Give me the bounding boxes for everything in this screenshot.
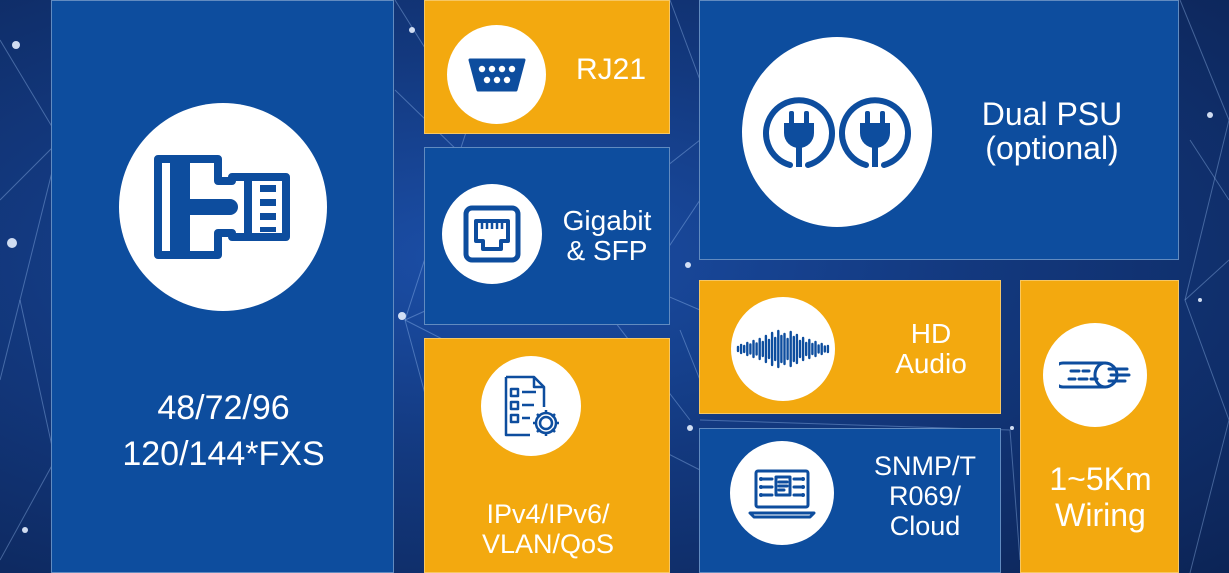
serial-port-icon (468, 58, 525, 91)
audio-icon-circle (731, 297, 835, 401)
ethernet-connector-icon (154, 155, 290, 259)
gigabit-label-line2: & SFP (566, 235, 648, 266)
gigabit-label: Gigabit & SFP (549, 206, 665, 266)
ipv-label-line1: IPv4/IPv6/ (486, 499, 610, 529)
audio-tile: HD Audio (699, 280, 1001, 414)
audio-label-line2: Audio (895, 348, 967, 379)
document-settings-icon (504, 375, 559, 437)
sound-wave-icon (736, 329, 830, 369)
ipv-icon-circle (481, 356, 581, 456)
snmp-icon-circle (730, 441, 834, 545)
cable-icon (1059, 361, 1131, 389)
snmp-label-line2: R069/ (888, 481, 962, 511)
rj21-label: RJ21 (575, 53, 647, 86)
fxs-tile: 48/72/96 120/144*FXS (51, 0, 394, 573)
power-plug-icon (763, 97, 911, 168)
fxs-label-line1: 48/72/96 (157, 389, 290, 427)
fxs-label-line2: 120/144*FXS (122, 435, 325, 473)
wiring-label-line1: 1~5Km (1049, 461, 1152, 497)
fxs-label: 48/72/96 120/144*FXS (52, 385, 395, 477)
wiring-label-line2: Wiring (1055, 497, 1146, 533)
ethernet-port-icon (463, 205, 521, 263)
laptop-network-icon (748, 469, 816, 519)
snmp-label: SNMP/T R069/ Cloud (850, 451, 1000, 541)
rj21-tile: RJ21 (424, 0, 670, 134)
audio-label-line1: HD (910, 318, 952, 349)
gigabit-icon-circle (442, 184, 542, 284)
fxs-icon-circle (119, 103, 327, 311)
psu-label: Dual PSU (optional) (952, 97, 1152, 165)
wiring-tile: 1~5Km Wiring (1020, 280, 1179, 573)
audio-label: HD Audio (856, 319, 1006, 379)
gigabit-tile: Gigabit & SFP (424, 147, 670, 325)
wiring-label: 1~5Km Wiring (1021, 461, 1180, 533)
ipv-label: IPv4/IPv6/ VLAN/QoS (425, 499, 671, 559)
psu-icon-circle (742, 37, 932, 227)
gigabit-label-line1: Gigabit (562, 205, 652, 236)
psu-tile: Dual PSU (optional) (699, 0, 1179, 260)
ipv-label-line2: VLAN/QoS (481, 529, 615, 559)
snmp-label-line1: SNMP/T (873, 451, 976, 481)
snmp-tile: SNMP/T R069/ Cloud (699, 428, 1001, 573)
rj21-icon-circle (447, 25, 546, 124)
wiring-icon-circle (1043, 323, 1147, 427)
snmp-label-line3: Cloud (889, 511, 961, 541)
psu-label-line2: (optional) (985, 130, 1119, 166)
ipv-tile: IPv4/IPv6/ VLAN/QoS (424, 338, 670, 573)
psu-label-line1: Dual PSU (981, 96, 1123, 132)
